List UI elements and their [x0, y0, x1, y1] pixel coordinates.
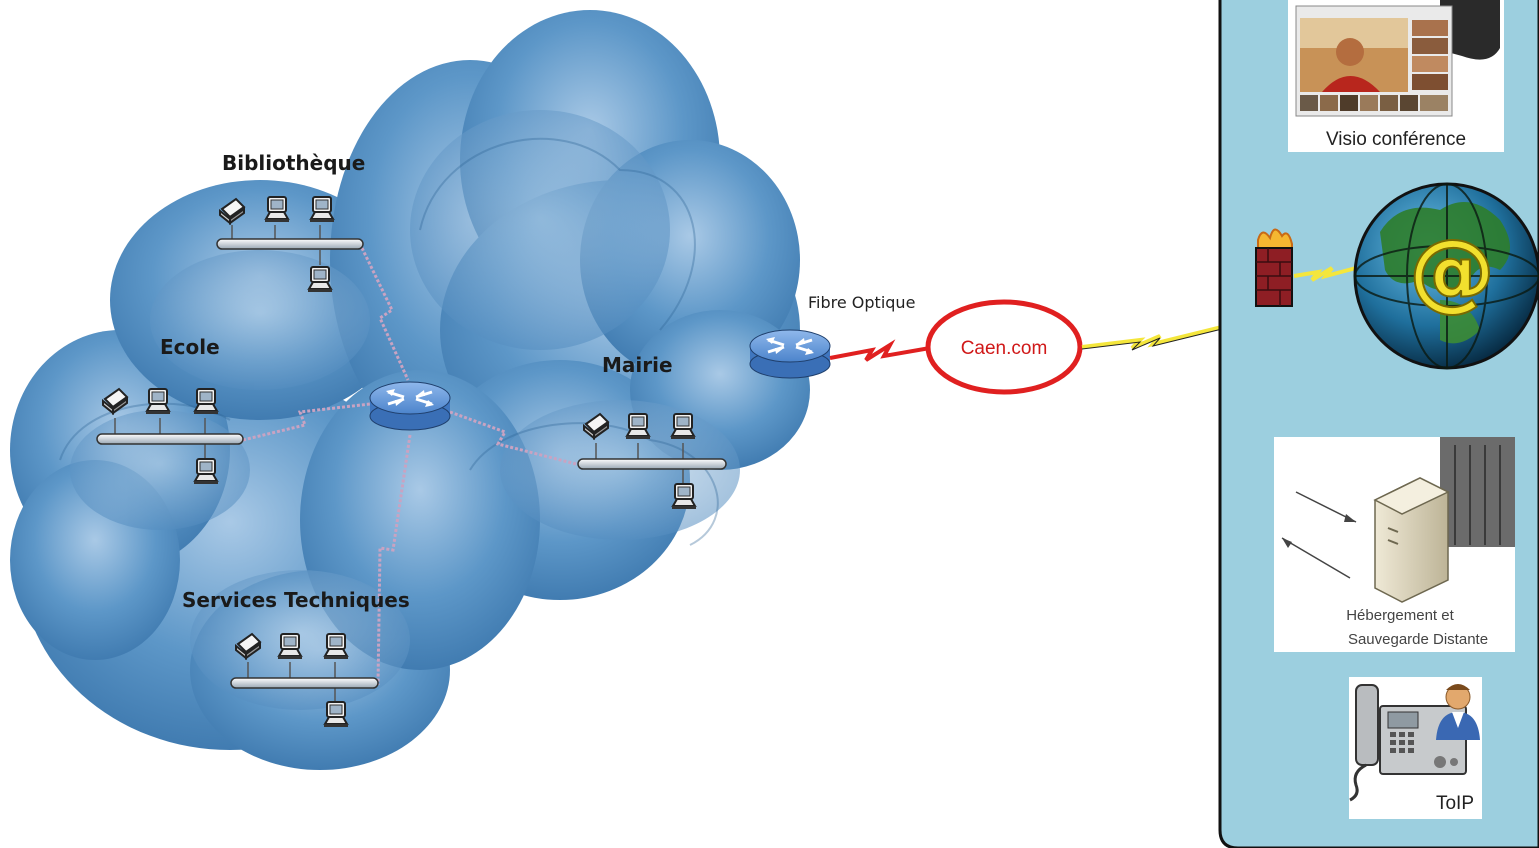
- toip-label: ToIP: [1436, 793, 1474, 814]
- computer-icon: [671, 483, 697, 510]
- video-conference-icon: [1288, 0, 1504, 152]
- network-cloud: [10, 10, 810, 770]
- site-label-ecole: Ecole: [160, 335, 220, 359]
- wan-link: [1081, 325, 1223, 350]
- site-services-techniques: Services Techniques: [182, 588, 410, 728]
- site-ecole: Ecole: [96, 335, 244, 485]
- services-panel: Visio conférence: [1218, 0, 1539, 848]
- firewall-icon: [1255, 228, 1293, 307]
- site-bibliotheque: Bibliothèque: [216, 151, 365, 293]
- computer-icon: [323, 701, 349, 728]
- computer-icon: [193, 458, 219, 485]
- hebergement-label-line2: Sauvegarde Distante: [1348, 631, 1488, 648]
- isp-node: Caen.com: [925, 299, 1083, 395]
- site-label-mairie: Mairie: [602, 353, 673, 377]
- central-router-icon: [368, 380, 452, 432]
- visio-label: Visio conférence: [1326, 129, 1466, 150]
- computer-icon: [193, 388, 219, 415]
- firewall-link: [1293, 266, 1357, 282]
- ip-phone-icon: [1349, 677, 1482, 819]
- lan-bus: [577, 458, 727, 470]
- isp-label: Caen.com: [961, 338, 1048, 359]
- fibre-link: [829, 339, 931, 362]
- site-label-services-techniques: Services Techniques: [182, 588, 410, 612]
- edge-router-icon: [748, 328, 832, 380]
- computer-icon: [625, 413, 651, 440]
- lan-bus: [96, 433, 244, 445]
- fibre-optique-label: Fibre Optique: [808, 293, 915, 312]
- computer-icon: [307, 266, 333, 293]
- computer-icon: [670, 413, 696, 440]
- lan-links: [242, 247, 581, 686]
- computer-icon: [309, 196, 335, 223]
- computer-icon: [145, 388, 171, 415]
- site-mairie: Mairie: [577, 353, 727, 510]
- site-label-bibliotheque: Bibliothèque: [222, 151, 365, 175]
- computer-icon: [277, 633, 303, 660]
- svg-text:@: @: [1409, 221, 1495, 321]
- lan-bus: [216, 238, 364, 250]
- computer-icon: [323, 633, 349, 660]
- computer-icon: [264, 196, 290, 223]
- hebergement-label-line1: Hébergement et: [1346, 607, 1454, 624]
- lan-bus: [230, 677, 379, 689]
- globe-at-icon: @: [1353, 182, 1539, 370]
- server-icon: [1274, 437, 1515, 652]
